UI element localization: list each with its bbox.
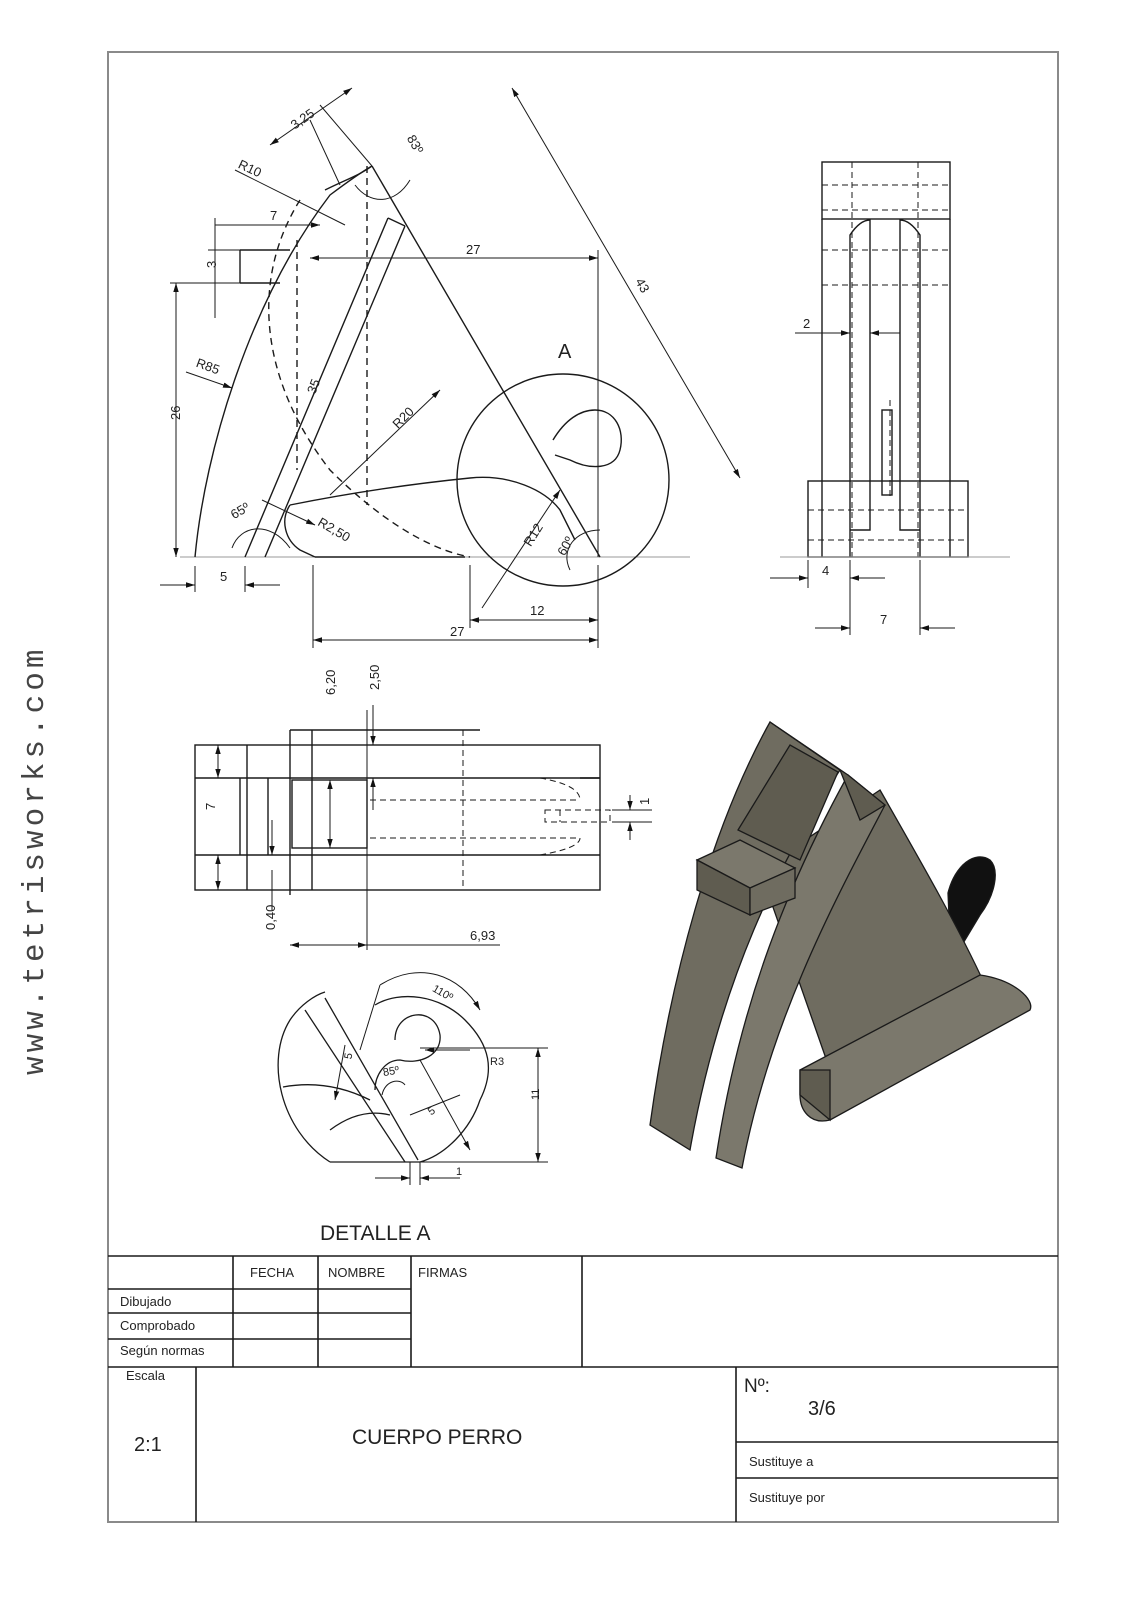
title-block-text: FECHA NOMBRE FIRMAS Dibujado Comprobado … bbox=[120, 1265, 836, 1505]
dim-top-1: 1 bbox=[637, 798, 652, 805]
dim-43: 43 bbox=[632, 275, 652, 295]
front-view-labels: 3,25 83º R10 7 27 43 3 26 R85 35 R20 65º… bbox=[168, 105, 653, 639]
isometric-3d-model bbox=[649, 721, 1032, 1169]
dim-detail-1: 1 bbox=[456, 1166, 462, 1178]
top-view bbox=[194, 729, 611, 895]
dim-r2-50: R2,50 bbox=[315, 514, 353, 544]
detail-a-view bbox=[277, 991, 490, 1163]
part-name: CUERPO PERRO bbox=[352, 1426, 522, 1449]
dim-12: 12 bbox=[530, 603, 544, 618]
dim-side-4: 4 bbox=[822, 563, 829, 578]
dim-27-top: 27 bbox=[466, 242, 480, 257]
row-comprobado: Comprobado bbox=[120, 1318, 195, 1333]
model-lever-handle bbox=[947, 856, 996, 946]
dim-detail-85-deg: 85º bbox=[382, 1064, 400, 1079]
dim-detail-5b: 5 bbox=[426, 1105, 438, 1118]
dim-top-7: 7 bbox=[203, 803, 218, 810]
detail-a-title: DETALLE A bbox=[320, 1222, 431, 1245]
dim-83-deg: 83º bbox=[404, 132, 427, 156]
escala-label: Escala bbox=[126, 1368, 166, 1383]
dim-35: 35 bbox=[304, 377, 323, 396]
dim-7-top: 7 bbox=[270, 208, 277, 223]
detail-a-dimensions bbox=[333, 972, 548, 1185]
title-block bbox=[108, 1255, 1058, 1522]
dim-top-0-40: 0,40 bbox=[263, 905, 278, 930]
header-firmas: FIRMAS bbox=[418, 1265, 467, 1280]
sustituye-a: Sustituye a bbox=[749, 1454, 814, 1469]
side-view-dimensions bbox=[770, 330, 955, 635]
dim-top-6-20: 6,20 bbox=[323, 670, 338, 695]
dim-3: 3 bbox=[204, 261, 219, 268]
dim-5: 5 bbox=[220, 569, 227, 584]
header-fecha: FECHA bbox=[250, 1265, 294, 1280]
dim-detail-r3: R3 bbox=[490, 1056, 504, 1068]
dim-r20: R20 bbox=[389, 404, 416, 431]
dim-3-25: 3,25 bbox=[288, 105, 317, 132]
number-label: Nº: bbox=[744, 1376, 770, 1397]
dim-26: 26 bbox=[168, 406, 183, 420]
dim-r85: R85 bbox=[194, 355, 222, 377]
dim-r10: R10 bbox=[236, 157, 264, 181]
header-nombre: NOMBRE bbox=[328, 1265, 385, 1280]
dim-detail-5a: 5 bbox=[343, 1052, 356, 1060]
detail-marker-a: A bbox=[558, 341, 572, 363]
model-base-foot bbox=[799, 974, 1032, 1122]
dim-detail-11: 11 bbox=[530, 1089, 542, 1100]
dim-27-bottom: 27 bbox=[450, 624, 464, 639]
top-view-labels: 6,20 2,50 7 0,40 6,93 1 bbox=[203, 665, 652, 943]
side-view-labels: 2 4 7 bbox=[803, 316, 887, 627]
front-view bbox=[180, 165, 690, 587]
sheet-border bbox=[107, 51, 1059, 1523]
sustituye-por: Sustituye por bbox=[749, 1490, 826, 1505]
dim-top-2-50: 2,50 bbox=[367, 665, 382, 690]
front-view-dimensions bbox=[160, 87, 741, 648]
dim-side-7: 7 bbox=[880, 612, 887, 627]
side-view bbox=[780, 161, 1010, 558]
dim-65-deg: 65º bbox=[228, 499, 252, 522]
escala-value: 2:1 bbox=[134, 1434, 162, 1456]
number-value: 3/6 bbox=[808, 1398, 836, 1420]
top-view-dimensions bbox=[215, 705, 652, 950]
model-top-slot bbox=[737, 744, 839, 861]
row-dibujado: Dibujado bbox=[120, 1294, 171, 1309]
dim-top-6-93: 6,93 bbox=[470, 928, 495, 943]
dim-side-2: 2 bbox=[803, 316, 810, 331]
row-segun-normas: Según normas bbox=[120, 1343, 205, 1358]
